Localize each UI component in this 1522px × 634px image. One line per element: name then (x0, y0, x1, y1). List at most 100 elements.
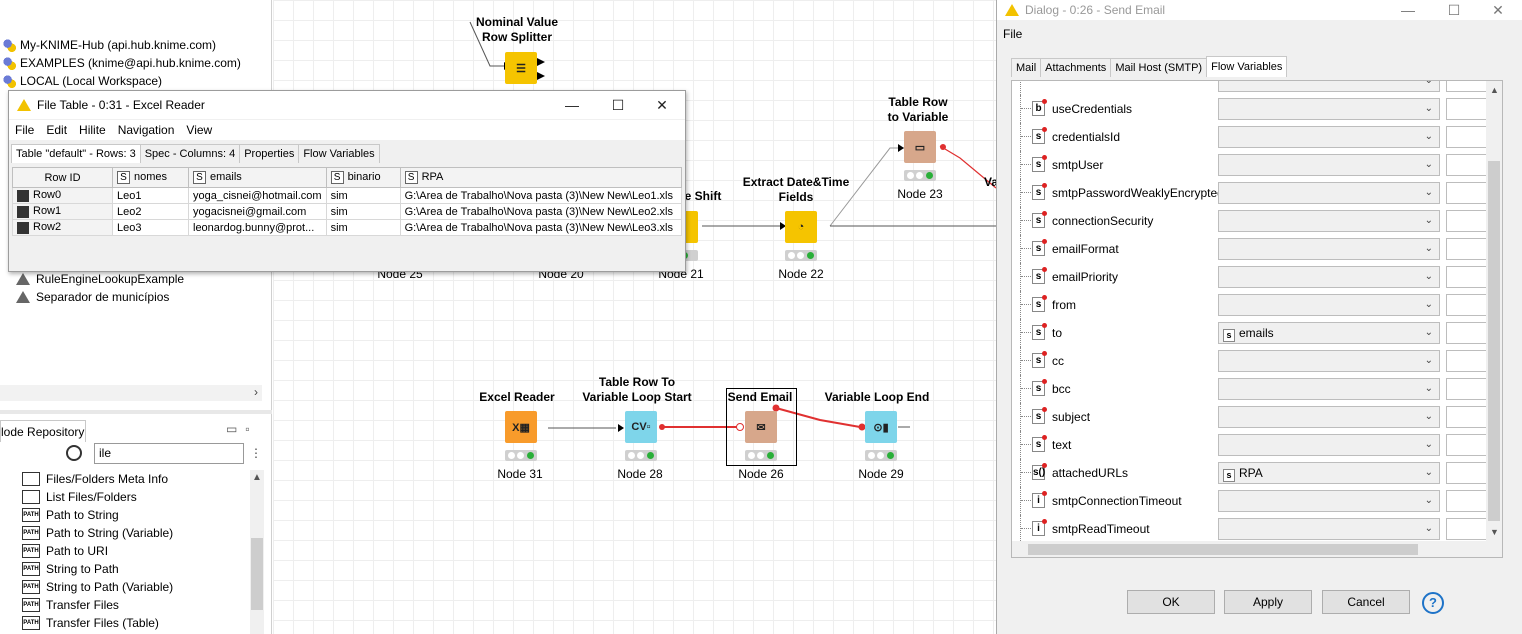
workspace-icon (2, 74, 16, 88)
node-label[interactable]: Node 23 (897, 187, 943, 201)
tab-flow-variables[interactable]: Flow Variables (1206, 56, 1288, 77)
menu-view[interactable]: View (186, 123, 213, 137)
help-icon[interactable]: ? (1422, 592, 1444, 614)
variable-select[interactable]: ⌄ (1218, 294, 1440, 316)
variable-type-icon: s (1032, 155, 1047, 172)
maximize-icon[interactable]: ☐ (1447, 1, 1461, 18)
repo-vscrollbar[interactable]: ▲ (250, 470, 264, 634)
tab-attachments[interactable]: Attachments (1040, 58, 1112, 77)
tree-item-local[interactable]: LOCAL (Local Workspace) (2, 72, 162, 90)
scroll-thumb[interactable] (251, 538, 263, 610)
node-label[interactable]: Node 22 (778, 267, 824, 281)
explorer-hscrollbar[interactable]: › (0, 385, 262, 401)
tab-table-default[interactable]: Table "default" - Rows: 3 (11, 144, 141, 163)
cancel-button[interactable]: Cancel (1322, 590, 1410, 614)
chevron-up-icon[interactable]: ▲ (252, 472, 262, 483)
tree-item-separador[interactable]: Separador de municípios (16, 288, 169, 306)
tab-spec[interactable]: Spec - Columns: 4 (139, 144, 241, 163)
variable-select[interactable]: ⌄ (1218, 210, 1440, 232)
node-table-row-to-variable[interactable]: ▭ (904, 131, 936, 163)
repo-item[interactable]: Files/Folders Meta Info (22, 470, 168, 488)
menu-hilite[interactable]: Hilite (79, 123, 106, 137)
node-variable-loop-end[interactable]: ⊙▮ (865, 411, 897, 443)
variable-select[interactable]: ⌄ (1218, 490, 1440, 512)
variable-select[interactable]: ⌄ (1218, 154, 1440, 176)
tree-item-my-knime-hub[interactable]: My-KNIME-Hub (api.hub.knime.com) (2, 36, 216, 54)
variable-select[interactable]: ⌄ (1218, 350, 1440, 372)
node-label[interactable]: Node 29 (858, 467, 904, 481)
node-nominal-value-row-splitter[interactable]: ☰ (505, 52, 537, 84)
variable-select[interactable]: ⌄ (1218, 434, 1440, 456)
panel-divider[interactable] (0, 410, 272, 414)
node-extract-date-time-fields[interactable]: ◔ (785, 211, 817, 243)
ok-button[interactable]: OK (1127, 590, 1215, 614)
tree-item-examples[interactable]: EXAMPLES (knime@api.hub.knime.com) (2, 54, 241, 72)
dialog-vscrollbar[interactable]: ▲▼ (1486, 81, 1502, 557)
tab-mail-host[interactable]: Mail Host (SMTP) (1110, 58, 1208, 77)
view-controls[interactable]: ▭▫ (226, 422, 258, 436)
node-send-email[interactable]: ✉ (745, 411, 777, 443)
variable-select[interactable]: ⌄ (1218, 238, 1440, 260)
repo-item[interactable]: List Files/Folders (22, 488, 137, 506)
close-icon[interactable]: ✕ (656, 96, 668, 113)
minimize-icon[interactable]: — (1401, 2, 1415, 18)
variable-select[interactable]: ⌄ (1218, 98, 1440, 120)
menu-file[interactable]: File (1003, 27, 1023, 41)
node-label[interactable]: Node 31 (497, 467, 543, 481)
tab-properties[interactable]: Properties (239, 144, 300, 163)
chevron-right-icon[interactable]: › (254, 385, 258, 399)
dialog-titlebar[interactable]: Dialog - 0:26 - Send Email — ☐ ✕ (997, 0, 1522, 20)
variable-select[interactable]: ⌄ (1218, 266, 1440, 288)
tab-flow-variables[interactable]: Flow Variables (298, 144, 380, 163)
menu-navigation[interactable]: Navigation (117, 123, 175, 137)
new-variable-input[interactable] (1446, 81, 1502, 92)
node-label[interactable]: Node 28 (617, 467, 663, 481)
variable-select[interactable]: ⌄ (1218, 406, 1440, 428)
variable-select[interactable]: ⌄ (1218, 518, 1440, 540)
chevron-up-icon[interactable]: ▲ (1490, 85, 1499, 95)
tab-node-repository[interactable]: lode Repository (0, 420, 86, 442)
window-titlebar[interactable]: File Table - 0:31 - Excel Reader — ☐ ✕ (9, 91, 685, 119)
table-row[interactable]: Row1 Leo2 yogacisnei@gmail.com sim G:\Ar… (12, 203, 683, 220)
apply-button[interactable]: Apply (1224, 590, 1312, 614)
table-row[interactable]: Row0 Leo1 yoga_cisnei@hotmail.com sim G:… (12, 187, 683, 204)
variable-select[interactable]: ⌄ (1218, 378, 1440, 400)
scroll-thumb[interactable] (1488, 161, 1500, 521)
table-row[interactable]: Row2 Leo3 leonardog.bunny@prot... sim G:… (12, 219, 683, 236)
maximize-icon[interactable]: ☐ (611, 96, 625, 113)
repo-search-input[interactable]: ile (94, 443, 244, 464)
more-icon[interactable]: ⋮ (250, 446, 262, 460)
scroll-thumb[interactable] (1028, 544, 1418, 555)
tab-mail[interactable]: Mail (1011, 58, 1042, 77)
variable-select[interactable]: ⌄ (1218, 81, 1440, 92)
menu-file[interactable]: File (15, 123, 35, 137)
variable-select[interactable]: ⌄ (1218, 126, 1440, 148)
search-icon[interactable] (66, 445, 82, 461)
column-header-row-id[interactable]: Row ID (12, 167, 113, 188)
minimize-icon[interactable]: — (565, 97, 579, 113)
node-table-row-to-variable-loop-start[interactable]: CV▫ (625, 411, 657, 443)
variable-select[interactable]: ⌄ (1218, 182, 1440, 204)
node-excel-reader[interactable]: X▦ (505, 411, 537, 443)
tree-item-rule-engine[interactable]: RuleEngineLookupExample (16, 270, 184, 288)
menu-edit[interactable]: Edit (46, 123, 68, 137)
node-label[interactable]: Node 26 (738, 467, 784, 481)
chevron-down-icon[interactable]: ▼ (1490, 527, 1499, 537)
dialog-hscrollbar[interactable] (1012, 541, 1488, 557)
close-icon[interactable]: ✕ (1492, 1, 1504, 18)
